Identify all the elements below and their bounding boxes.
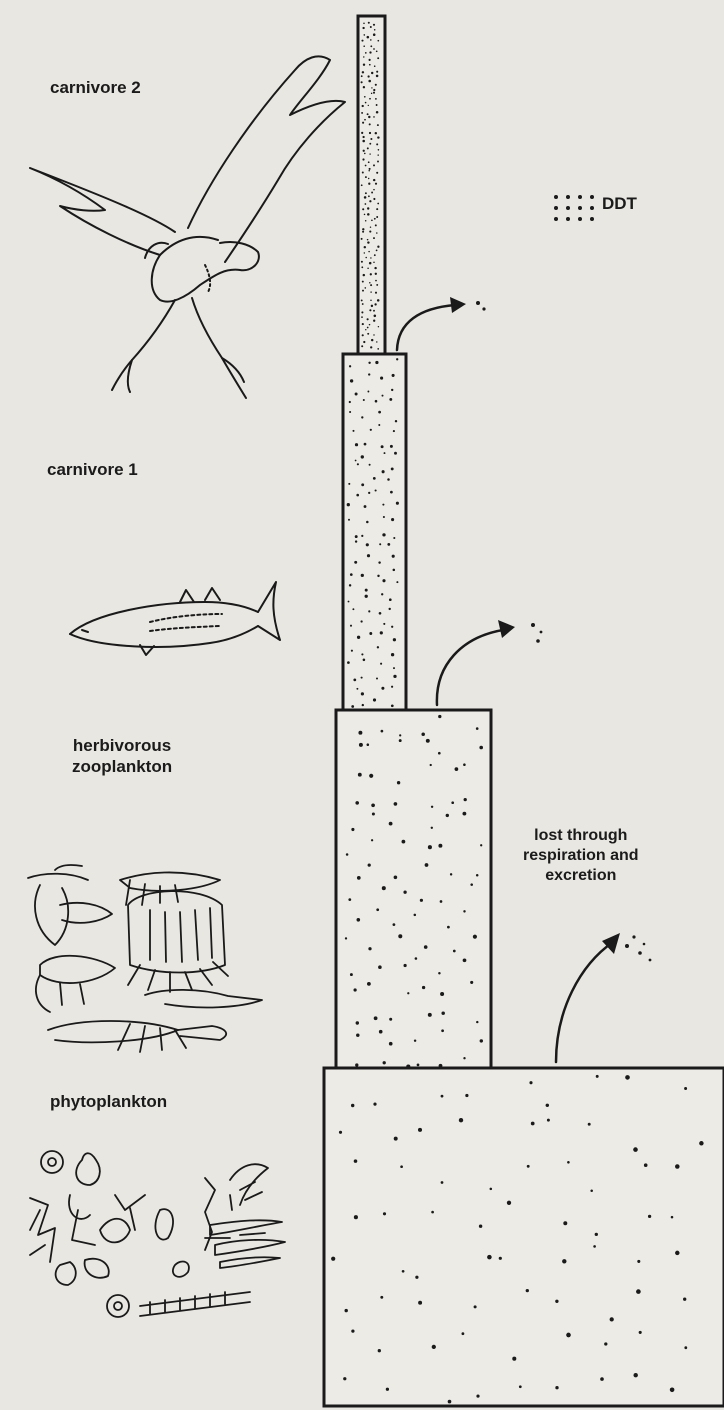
loss-arrow-3	[556, 942, 613, 1062]
label-carnivore-1: carnivore 1	[47, 459, 138, 480]
bar-phytoplankton	[324, 1068, 724, 1406]
loss-note-line-2: respiration and	[523, 846, 639, 866]
loss-note-line-1: lost through	[523, 826, 639, 846]
label-herbivorous-line-1: herbivorous	[72, 735, 172, 756]
loss-arrow-1	[397, 305, 455, 350]
bar-carnivore-1	[343, 354, 406, 710]
arrowhead-2	[498, 620, 515, 638]
eagle-icon	[30, 56, 345, 398]
loss-note-line-3: excretion	[523, 866, 639, 886]
label-phytoplankton: phytoplankton	[50, 1091, 167, 1112]
legend-label: DDT	[602, 193, 637, 214]
fish-icon	[70, 582, 280, 655]
loss-note: lost through respiration and excretion	[523, 826, 639, 886]
arrowhead-1	[450, 297, 466, 313]
legend-swatch	[554, 195, 594, 221]
loss-arrow-2	[437, 630, 503, 705]
arrowhead-3	[602, 933, 620, 954]
label-carnivore-2: carnivore 2	[50, 77, 141, 98]
label-herbivorous-line-2: zooplankton	[72, 756, 172, 777]
phytoplankton-icon	[30, 1151, 285, 1317]
bar-herbivorous-zooplankton	[336, 710, 491, 1068]
zooplankton-icon	[28, 865, 262, 1052]
label-herbivorous-zooplankton: herbivorous zooplankton	[72, 735, 172, 777]
pyramid	[324, 16, 724, 1406]
